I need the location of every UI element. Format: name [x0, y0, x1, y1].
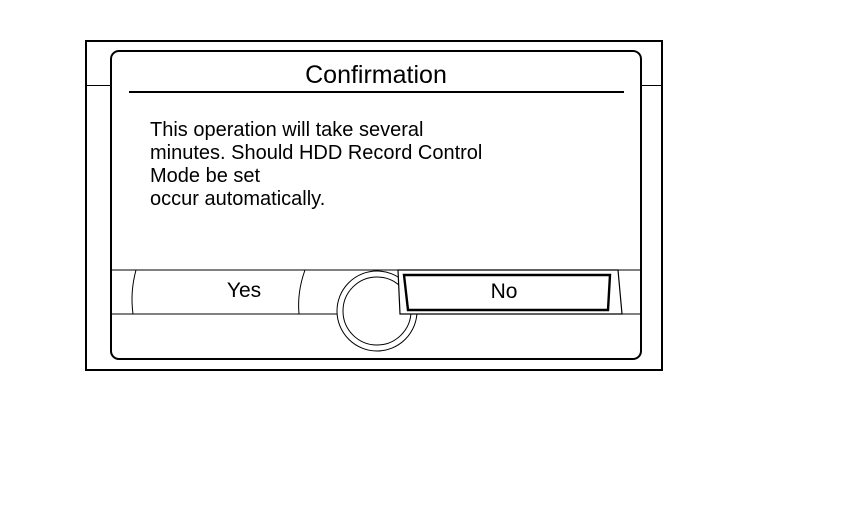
button-bar: Yes No — [112, 269, 640, 358]
background-rule-left — [87, 85, 111, 86]
message-line: minutes. Should HDD Record Control — [150, 142, 483, 164]
button-bar-graphic — [112, 269, 640, 352]
dialog-message: This operation will take several minutes… — [150, 119, 590, 211]
yes-button-label: Yes — [226, 279, 262, 302]
yes-button-left-edge — [131, 269, 137, 315]
background-rule-right — [641, 85, 662, 86]
no-button-inner-border — [402, 273, 612, 312]
dialog-title: Confirmation — [305, 61, 447, 89]
message-line: occur automatically. — [150, 188, 326, 210]
message-line: This operation will take several — [150, 119, 424, 141]
confirmation-dialog: Confirmation This operation will take se… — [110, 50, 642, 360]
message-line: Mode be set — [150, 165, 261, 187]
no-button[interactable] — [400, 270, 624, 314]
yes-button[interactable] — [132, 270, 300, 314]
title-divider — [129, 91, 624, 93]
no-button-label: No — [490, 280, 518, 303]
yes-button-right-edge — [298, 269, 306, 315]
